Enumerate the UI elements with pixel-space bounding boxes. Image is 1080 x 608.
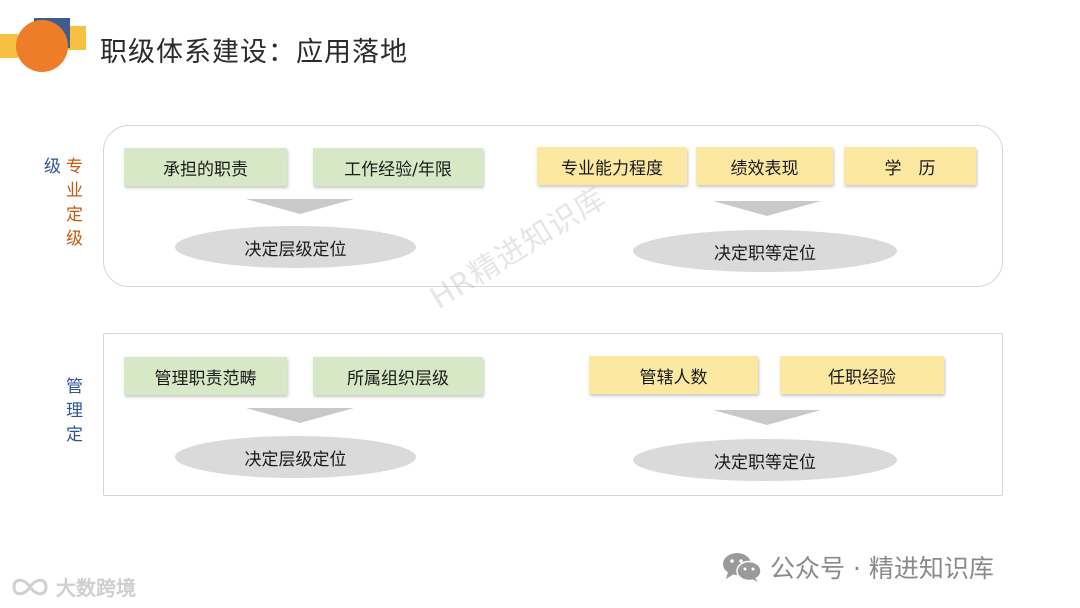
footer-brand-text: 公众号 · 精进知识库 [770, 554, 994, 583]
down-arrow-icon [246, 408, 354, 423]
result-ellipse: 决定层级定位 [175, 436, 416, 478]
down-arrow-icon [713, 201, 821, 216]
side-label-char: 定 [66, 425, 83, 445]
corner-watermark-text: 大数跨境 [56, 576, 136, 600]
factor-box: 专业能力程度 [537, 147, 687, 185]
side-label-char: 专 [66, 157, 83, 177]
factor-box: 绩效表现 [696, 147, 833, 185]
result-ellipse: 决定职等定位 [633, 439, 897, 481]
factor-box: 任职经验 [780, 356, 944, 394]
result-ellipse: 决定层级定位 [175, 226, 416, 268]
side-label-char: 定 [66, 205, 83, 225]
factor-box: 管辖人数 [589, 356, 758, 394]
side-label-char: 级 [44, 157, 61, 177]
side-label-management: 管 理 定 [66, 375, 83, 447]
side-label-professional: 专 业 定 级 [66, 155, 83, 251]
factor-box: 管理职责范畴 [124, 357, 287, 395]
side-label-level: 级 [44, 155, 61, 179]
logo-mark [0, 18, 86, 72]
factor-box: 工作经验/年限 [313, 148, 483, 186]
side-label-char: 理 [66, 401, 83, 421]
wechat-icon [723, 553, 762, 582]
result-ellipse: 决定职等定位 [633, 230, 897, 272]
side-label-char: 管 [66, 377, 83, 397]
corner-watermark: 大数跨境 [8, 572, 136, 601]
down-arrow-icon [713, 410, 821, 425]
factor-box: 承担的职责 [124, 148, 287, 186]
side-label-char: 业 [66, 181, 83, 201]
footer-brand: 公众号 · 精进知识库 [722, 549, 994, 585]
factor-box: 学 历 [844, 147, 976, 185]
factor-box: 所属组织层级 [313, 357, 483, 395]
infinity-logo-icon [12, 578, 48, 595]
down-arrow-icon [246, 199, 354, 214]
side-label-char: 级 [66, 229, 83, 249]
page-title: 职级体系建设：应用落地 [100, 37, 408, 68]
